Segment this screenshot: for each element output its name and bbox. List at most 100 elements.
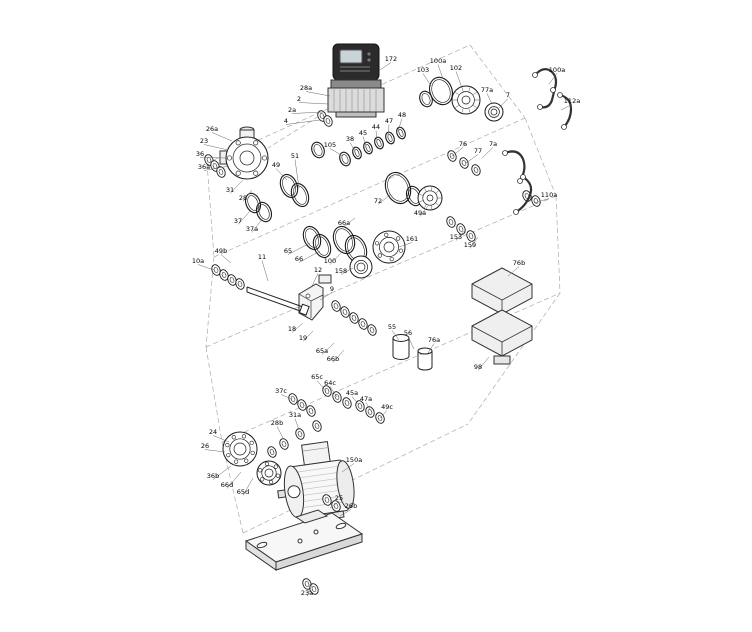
callout-66: 66 [295, 250, 321, 263]
controller-band [330, 79, 382, 89]
callout-37c: 37c [275, 387, 293, 400]
callout-65c: 65c [311, 373, 327, 392]
small-ring [267, 446, 277, 458]
controller-vent [340, 70, 370, 72]
small-ring [322, 385, 332, 397]
small-ring [323, 115, 333, 127]
part-number-label: 49a [414, 209, 426, 217]
callout-37: 37 [234, 209, 252, 225]
callout-65a: 65a [316, 342, 335, 355]
part-number-label: 45a [346, 389, 358, 397]
part-number-label: 37a [246, 225, 258, 233]
part-number-label: 100 [324, 257, 336, 265]
small-ring [358, 318, 368, 330]
pump-shaft [246, 286, 310, 316]
part-number-label: 28 [239, 194, 247, 202]
small-ring [216, 166, 226, 178]
callout-153: 153 [450, 228, 467, 241]
callout-49c: 49c [379, 403, 393, 419]
callout-36a: 36a [198, 163, 230, 171]
part-number-label: 66d [221, 481, 233, 489]
chamber-stack [471, 267, 533, 365]
o-rings-layer [244, 76, 454, 264]
callout-11: 11 [258, 253, 269, 282]
callout-98: 98 [474, 356, 490, 371]
part-number-label: 65a [316, 347, 328, 355]
o-ring [302, 225, 322, 251]
base-plate [244, 509, 364, 571]
part-number-label: 100a [549, 66, 565, 74]
pipe [532, 68, 558, 110]
part-number-label: 36b [207, 472, 219, 480]
callout-12: 12 [311, 266, 322, 287]
callout-49b: 49b [215, 247, 232, 264]
small-ring [340, 306, 350, 318]
callout-51: 51 [291, 152, 300, 189]
callout-76b: 76b [507, 259, 525, 277]
part-number-label: 23a [301, 589, 313, 597]
part-number-label: 25 [335, 494, 343, 502]
small-ring [219, 269, 229, 281]
part-number-label: 47a [360, 395, 372, 403]
part-number-label: 153 [450, 233, 462, 241]
part-number-label: 26 [201, 442, 209, 450]
callout-100a: 100a [430, 57, 446, 80]
part-number-label: 77a [481, 86, 493, 94]
part-number-label: 47 [385, 117, 393, 125]
part-number-label: 161 [406, 235, 418, 243]
controller-vent [340, 66, 370, 68]
part-number-label: 49 [272, 161, 280, 169]
callout-48: 48 [397, 111, 406, 132]
part-number-label: 102 [450, 64, 462, 72]
callout-49: 49 [272, 161, 288, 181]
callout-38: 38 [346, 135, 356, 152]
small-ring [288, 393, 298, 405]
pipe [557, 92, 573, 130]
callout-37a: 37a [246, 217, 264, 233]
part-number-label: 66a [338, 219, 350, 227]
callout-110a: 110a [533, 191, 557, 204]
callout-161: 161 [398, 235, 418, 248]
small-ring [211, 264, 221, 276]
callout-112a: 112a [560, 97, 580, 111]
motor-support [294, 509, 329, 524]
callout-28: 28 [239, 189, 253, 202]
small-ring [309, 583, 319, 595]
o-ring [290, 182, 310, 208]
o-ring [363, 141, 373, 155]
controller-fin-body [327, 87, 385, 113]
part-number-label: 158 [335, 267, 347, 275]
part-number-label: 65d [237, 488, 249, 496]
small-ring [235, 278, 245, 290]
o-ring [311, 141, 325, 159]
callout-31a: 31a [289, 411, 301, 431]
part-number-label: 37c [275, 387, 287, 395]
o-ring [374, 136, 384, 150]
callout-56: 56 [404, 329, 415, 350]
o-ring [385, 131, 395, 145]
part-number-label: 19 [299, 334, 307, 342]
part-number-label: 159 [464, 241, 476, 249]
callout-36b: 36b [207, 465, 232, 480]
callout-9: 9 [319, 285, 334, 301]
o-ring [419, 90, 433, 108]
o-ring [352, 146, 362, 160]
small-ring [331, 500, 341, 512]
motor-fins [293, 465, 346, 509]
callout-45: 45 [359, 129, 367, 147]
part-number-label: 28a [300, 84, 312, 92]
controller-display [339, 49, 363, 64]
part-number-label: 26a [206, 125, 218, 133]
callout-100: 100 [324, 250, 344, 265]
part-number-label: 4 [284, 117, 288, 125]
small-ring [312, 420, 322, 432]
callout-76: 76 [451, 140, 467, 157]
part-number-label: 110a [541, 191, 557, 199]
callout-2: 2 [297, 95, 329, 105]
part-number-label: 105 [324, 141, 336, 149]
callout-66a: 66a [338, 217, 356, 227]
base-slot-hole [335, 522, 347, 530]
pipes-layer [502, 68, 573, 215]
